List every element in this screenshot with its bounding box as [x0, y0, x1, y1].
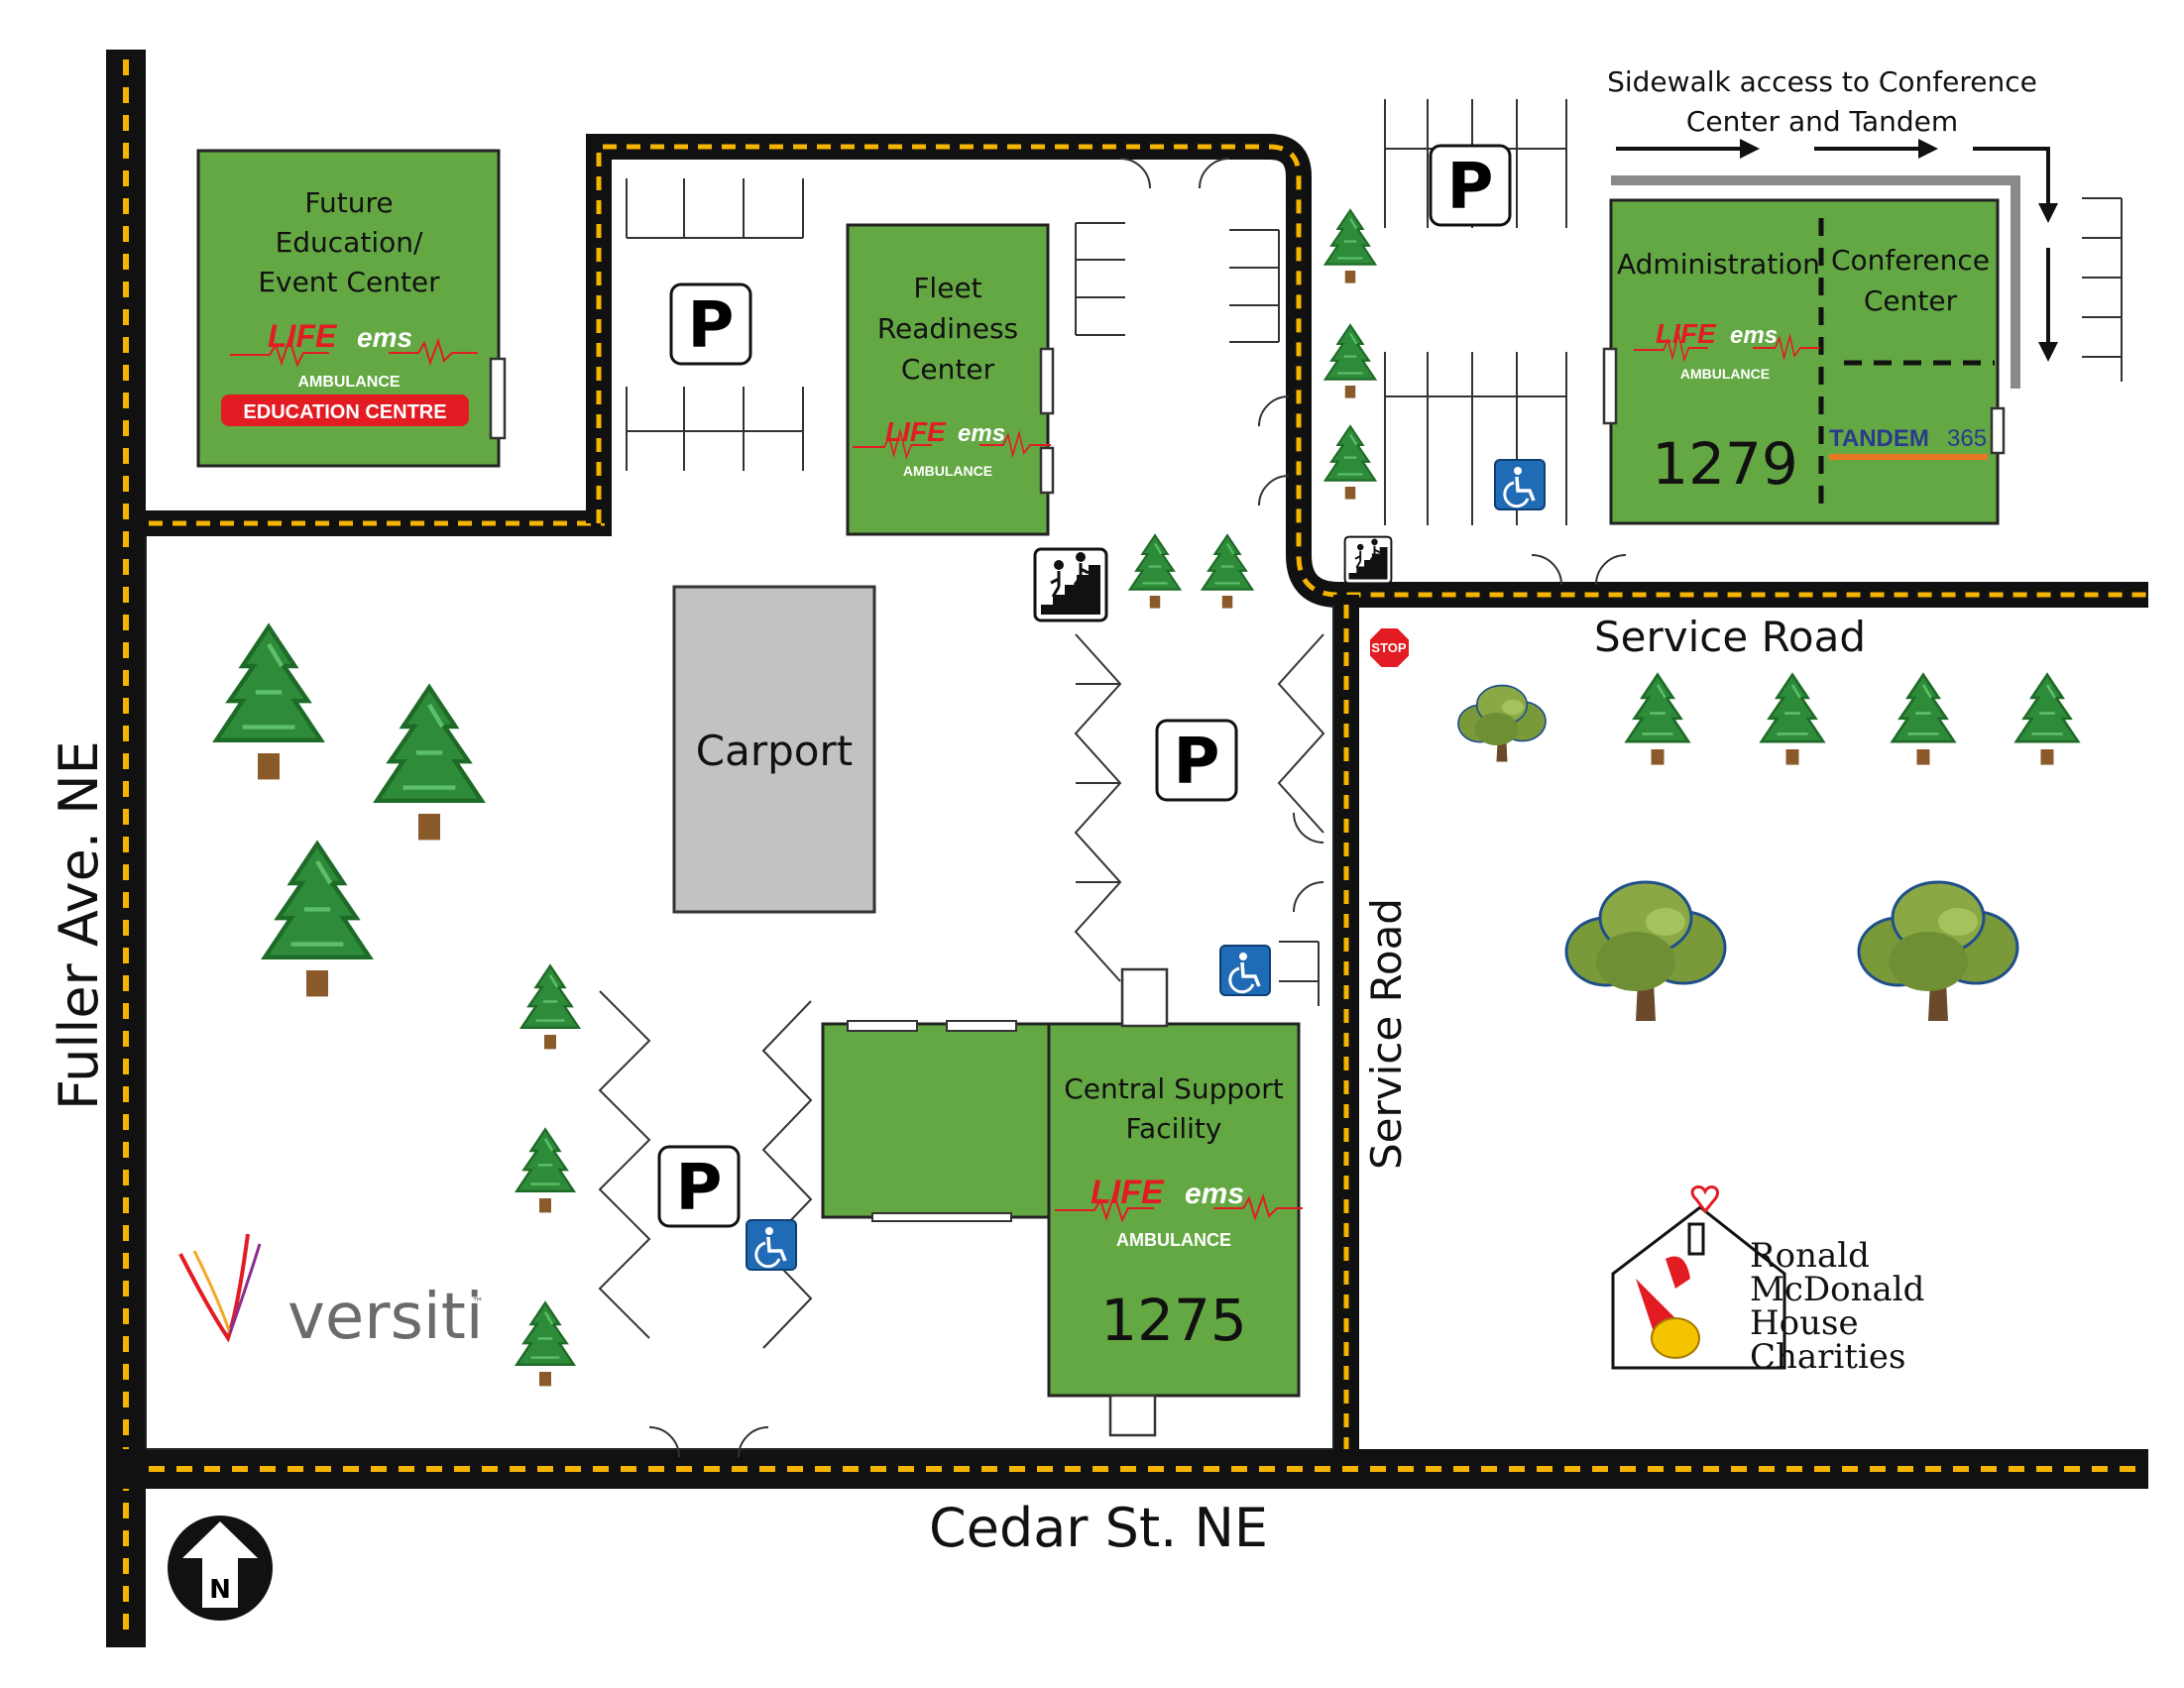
- svg-text:P: P: [676, 1152, 723, 1225]
- education-title-3: Event Center: [258, 266, 440, 298]
- administration-label: Administration: [1617, 248, 1820, 281]
- direction-arrow-icon: [1740, 139, 1760, 159]
- accessible-parking-icon: [745, 1218, 798, 1272]
- administration-building-1279[interactable]: Administration Conference Center LIFE em…: [1602, 198, 2006, 525]
- pine-tree-icon: [1891, 673, 1956, 766]
- north-arrow-icon: N: [168, 1516, 273, 1621]
- pine-tree-icon: [1323, 209, 1377, 284]
- carport-label: Carport: [696, 727, 853, 775]
- svg-text:P: P: [688, 289, 735, 363]
- central-title-2: Facility: [1126, 1112, 1222, 1145]
- education-logo-ambulance: AMBULANCE: [297, 374, 400, 391]
- service-road-side-label: Service Road: [1362, 898, 1411, 1170]
- education-title-2: Education/: [276, 226, 423, 259]
- fleet-logo-ambulance: AMBULANCE: [903, 463, 992, 479]
- central-support-facility-1275[interactable]: Central Support Facility LIFE ems AMBULA…: [821, 967, 1304, 1437]
- admin-logo-ems: ems: [1730, 322, 1778, 349]
- oak-tree-icon: [1566, 882, 1725, 1021]
- central-logo-ambulance: AMBULANCE: [1116, 1230, 1231, 1250]
- accessible-parking-icon: [1493, 458, 1547, 511]
- pine-tree-icon: [1323, 324, 1377, 399]
- svg-text:P: P: [1174, 726, 1220, 799]
- education-logo-ems: ems: [357, 322, 412, 353]
- fleet-title-3: Center: [901, 353, 995, 386]
- fuller-ave-label: Fuller Ave. NE: [48, 740, 110, 1110]
- pine-tree-icon: [1323, 425, 1377, 501]
- accessible-parking-icon: [1218, 944, 1272, 997]
- education-centre-banner: EDUCATION CENTRE: [243, 401, 446, 423]
- sidewalk-note-1: Sidewalk access to Conference: [1607, 65, 2037, 98]
- pine-tree-icon: [1201, 534, 1254, 610]
- oak-tree-icon: [1859, 882, 2017, 1021]
- stop-sign-icon: STOP: [1368, 626, 1411, 669]
- pine-tree-icon: [516, 1301, 576, 1388]
- svg-text:N: N: [209, 1575, 231, 1605]
- tandem-logo-b: 365: [1947, 425, 1987, 452]
- cedar-st-label: Cedar St. NE: [929, 1497, 1268, 1559]
- pine-tree-icon: [520, 964, 581, 1051]
- pine-tree-icon: [377, 687, 482, 840]
- svg-text:Charities: Charities: [1750, 1337, 1905, 1377]
- building-number-1279: 1279: [1652, 430, 1798, 498]
- fleet-logo-ems: ems: [958, 420, 1005, 447]
- svg-text:House: House: [1750, 1303, 1859, 1343]
- roads: [106, 50, 2148, 1647]
- carport: Carport: [672, 585, 876, 914]
- education-event-center[interactable]: Future Education/ Event Center LIFE ems …: [196, 149, 507, 468]
- versiti-logo: versiti ™: [178, 1233, 484, 1354]
- pine-tree-icon: [216, 626, 321, 779]
- parking-sign-icon: P: [669, 282, 752, 366]
- pine-tree-icon: [1128, 534, 1182, 610]
- svg-text:versiti: versiti: [287, 1281, 484, 1354]
- stairs-icon: [1343, 535, 1393, 585]
- building-number-1275: 1275: [1100, 1287, 1247, 1354]
- ronald-mcdonald-house-charities-logo: Ronald McDonald House Charities: [1611, 1185, 1924, 1377]
- fleet-logo-life: LIFE: [885, 416, 947, 447]
- svg-text:™: ™: [472, 1295, 484, 1309]
- svg-text:McDonald: McDonald: [1750, 1270, 1924, 1309]
- stairs-icon: [1033, 547, 1108, 622]
- direction-arrow-icon: [2038, 203, 2058, 223]
- sidewalk-path: [1611, 139, 2058, 389]
- education-logo-life: LIFE: [268, 318, 338, 354]
- central-title-1: Central Support: [1064, 1072, 1284, 1105]
- fleet-title-2: Readiness: [877, 312, 1018, 345]
- pine-tree-icon: [516, 1128, 576, 1214]
- svg-text:STOP: STOP: [1371, 640, 1406, 655]
- central-logo-ems: ems: [1185, 1178, 1244, 1210]
- sidewalk-note-2: Center and Tandem: [1686, 105, 1958, 138]
- pine-tree-icon: [1760, 673, 1825, 766]
- parking-sign-icon: P: [657, 1145, 741, 1228]
- central-logo-life: LIFE: [1091, 1174, 1165, 1211]
- conference-label-1: Conference: [1831, 244, 1990, 277]
- education-title-1: Future: [304, 186, 393, 219]
- admin-logo-life: LIFE: [1656, 318, 1717, 349]
- direction-arrow-icon: [1918, 139, 1938, 159]
- svg-text:Ronald: Ronald: [1750, 1236, 1870, 1276]
- service-road-top-label: Service Road: [1594, 613, 1866, 661]
- conference-label-2: Center: [1864, 284, 1958, 317]
- direction-arrow-icon: [2038, 342, 2058, 362]
- tandem-logo-a: TANDEM: [1829, 425, 1929, 452]
- svg-text:P: P: [1447, 151, 1494, 224]
- fleet-readiness-center[interactable]: Fleet Readiness Center LIFE ems AMBULANC…: [846, 223, 1055, 536]
- oak-tree-icon: [1456, 683, 1548, 764]
- parking-sign-icon: P: [1429, 144, 1512, 227]
- admin-logo-ambulance: AMBULANCE: [1680, 366, 1770, 382]
- pine-tree-icon: [1625, 673, 1690, 766]
- parking-sign-icon: P: [1155, 719, 1238, 802]
- fleet-title-1: Fleet: [913, 272, 981, 304]
- pine-tree-icon: [2014, 673, 2080, 766]
- pine-tree-icon: [265, 844, 370, 996]
